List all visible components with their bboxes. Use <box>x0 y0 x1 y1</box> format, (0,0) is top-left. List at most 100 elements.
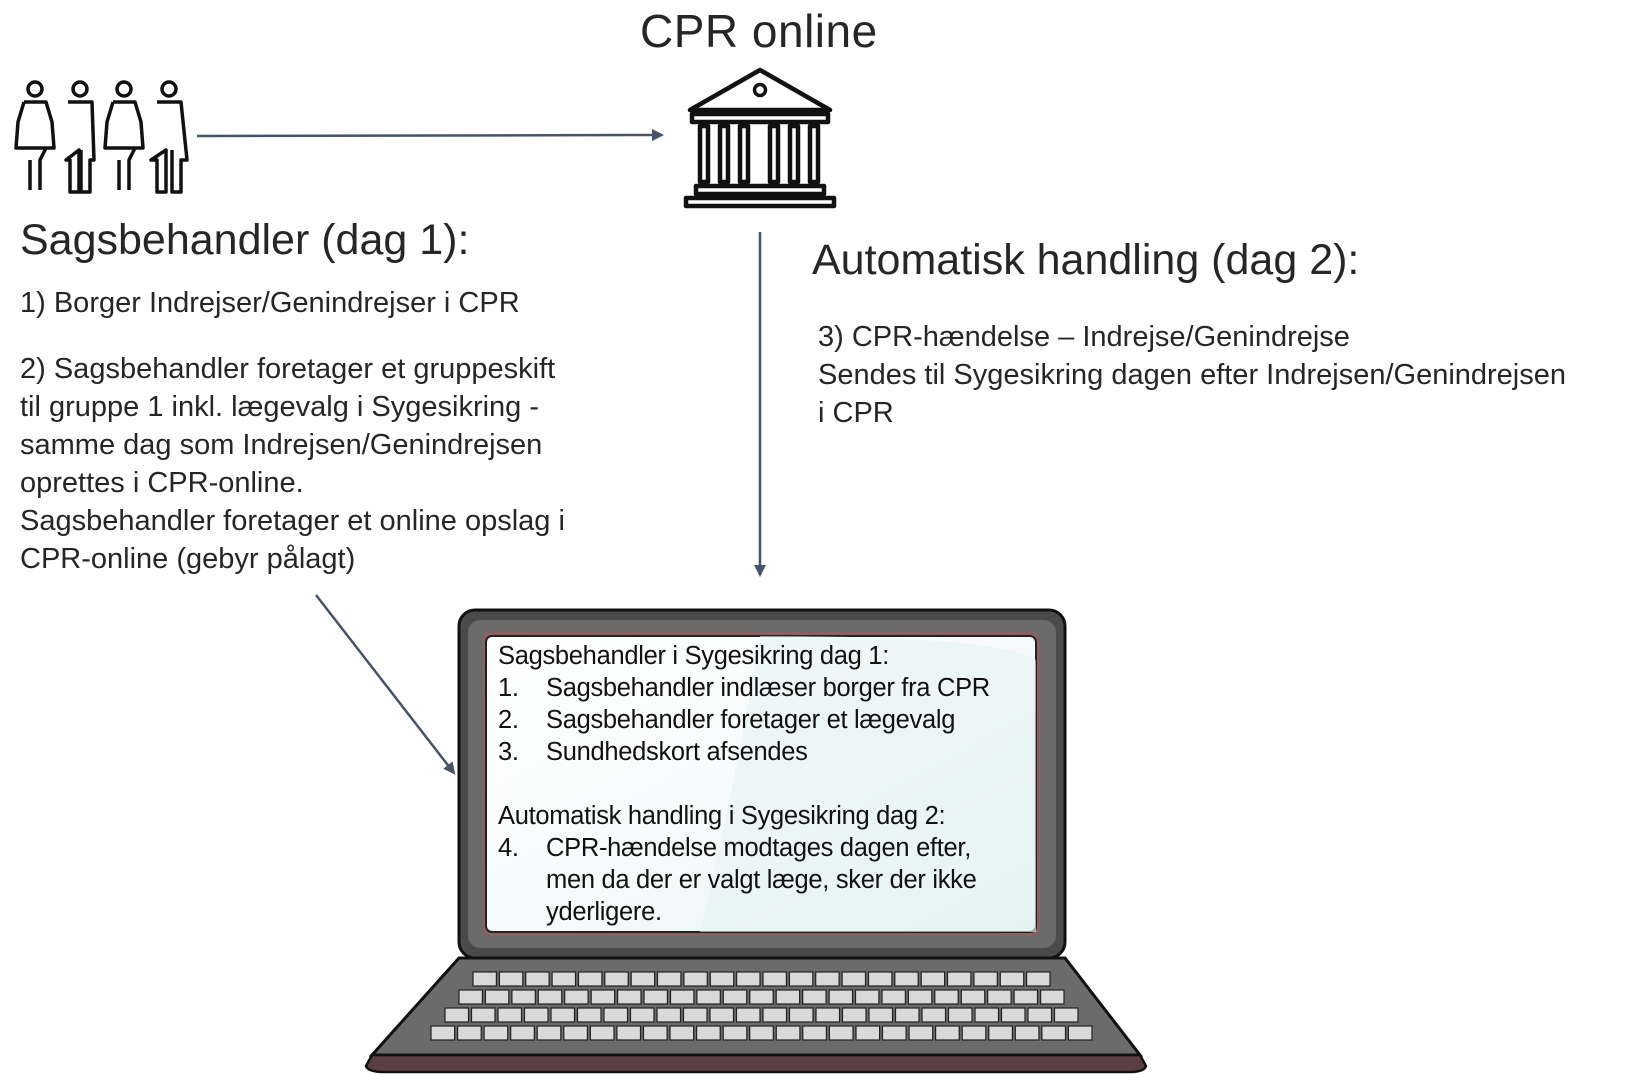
step-3-line: i CPR <box>818 397 894 429</box>
keyboard-key <box>551 971 577 987</box>
keyboard-key <box>616 1025 642 1041</box>
keyboard-key <box>695 1025 721 1041</box>
step-3-line: 3) CPR-hændelse – Indrejse/Genindrejse <box>818 321 1350 353</box>
keyboard-key <box>735 971 761 987</box>
keyboard-key <box>722 1025 748 1041</box>
keyboard-key <box>498 971 524 987</box>
keyboard-key <box>974 1007 1000 1023</box>
keyboard-key <box>536 1025 562 1041</box>
keyboard-key <box>604 971 629 987</box>
keyboard-key <box>709 1007 735 1023</box>
keyboard-key <box>907 989 933 1005</box>
keyboard-key <box>762 1007 788 1023</box>
keyboard-key <box>722 989 748 1005</box>
keyboard-key <box>603 1007 629 1023</box>
keyboard-key <box>934 1025 960 1041</box>
arrow-step2-to-laptop <box>315 594 456 775</box>
step-3-line: Sendes til Sygesikring dagen efter Indre… <box>818 359 1567 391</box>
step-2-line: 2) Sagsbehandler foretager et gruppeskif… <box>20 353 556 385</box>
keyboard-key <box>908 1025 934 1041</box>
screen-day2-title: Automatisk handling i Sygesikring dag 2: <box>498 802 946 830</box>
keyboard-key <box>1000 1007 1026 1023</box>
keyboard-key <box>947 1007 973 1023</box>
list-item: 2.Sagsbehandler foretager et lægevalg <box>498 704 1038 736</box>
list-item-line: men da der er valgt læge, sker der ikke <box>546 866 977 894</box>
keyboard-key <box>472 971 497 987</box>
keyboard-key <box>855 1025 881 1041</box>
keyboard-key <box>828 989 854 1005</box>
keyboard-key <box>920 971 946 987</box>
list-item: 3. Sundhedskort afsendes <box>498 736 1038 768</box>
keyboard-key <box>961 1025 987 1041</box>
keyboard-key <box>788 1007 814 1023</box>
keyboard-key <box>894 971 919 987</box>
keyboard-key <box>1039 989 1065 1005</box>
step-3-text: 3) CPR-hændelse – Indrejse/Genindrejse S… <box>818 318 1627 432</box>
list-item-number: 3. <box>498 738 519 766</box>
keyboard-key <box>550 1007 576 1023</box>
keyboard-key <box>629 1007 655 1023</box>
spacer <box>498 768 1038 800</box>
keyboard-key <box>1014 1025 1040 1041</box>
screen-day1-list: 1.Sagsbehandler indlæser borger fra CPR … <box>498 672 1038 768</box>
keyboard-key <box>630 971 656 987</box>
arrow-people-to-cpr <box>196 129 664 142</box>
left-heading: Sagsbehandler (dag 1): <box>20 216 470 264</box>
keyboard-key <box>749 1025 774 1041</box>
keyboard-key <box>881 989 906 1005</box>
keyboard-key <box>483 1025 509 1041</box>
people-group-icon <box>14 80 189 194</box>
building-icon <box>683 67 837 209</box>
screen-day2-list: 4.CPR-hændelse modtages dagen efter,men … <box>498 832 1038 928</box>
step-2-line: til gruppe 1 inkl. lægevalg i Sygesikrin… <box>20 391 540 423</box>
keyboard-key <box>802 989 827 1005</box>
keyboard-key <box>511 989 536 1005</box>
keyboard-key <box>828 1025 854 1041</box>
keyboard-key <box>1025 971 1051 987</box>
keyboard-key <box>894 1007 920 1023</box>
keyboard-key <box>987 989 1012 1005</box>
keyboard-key <box>458 989 483 1005</box>
keyboard-key <box>656 971 682 987</box>
keyboard-key <box>457 1025 482 1041</box>
keyboard-key <box>656 1007 682 1023</box>
keyboard-key <box>525 971 550 987</box>
keyboard-key <box>934 989 959 1005</box>
keyboard-key <box>921 1007 947 1023</box>
list-item-text: Sundhedskort afsendes <box>546 738 808 766</box>
screen-day1-title: Sagsbehandler i Sygesikring dag 1: <box>498 642 889 670</box>
keyboard-key <box>484 989 510 1005</box>
keyboard-key <box>775 1025 801 1041</box>
keyboard-key <box>642 1025 668 1041</box>
list-item: 1.Sagsbehandler indlæser borger fra CPR <box>498 672 1038 704</box>
keyboard-key <box>537 989 563 1005</box>
keyboard-key <box>683 971 708 987</box>
keyboard-key <box>510 1025 535 1041</box>
list-item-text: Sagsbehandler foretager et lægevalg <box>546 706 956 734</box>
keyboard-key <box>669 1025 695 1041</box>
list-item: 4.CPR-hændelse modtages dagen efter,men … <box>498 832 1038 928</box>
right-heading: Automatisk handling (dag 2): <box>812 236 1360 284</box>
keyboard-key <box>470 1007 496 1023</box>
step-2-line: CPR-online (gebyr pålagt) <box>20 543 356 575</box>
step-2-text: 2) Sagsbehandler foretager et gruppeskif… <box>20 350 640 578</box>
keyboard-key <box>709 971 735 987</box>
keyboard-key <box>867 971 893 987</box>
keyboard-key <box>430 1025 456 1041</box>
keyboard-key <box>523 1007 549 1023</box>
laptop-screen-text: Sagsbehandler i Sygesikring dag 1: 1.Sag… <box>498 640 1038 928</box>
page-title: CPR online <box>640 5 878 57</box>
keyboard-key <box>682 1007 708 1023</box>
step-2-line: Sagsbehandler foretager et online opslag… <box>20 505 565 537</box>
keyboard-key <box>563 1025 588 1041</box>
keyboard-key <box>735 1007 761 1023</box>
keyboard-key <box>841 1007 867 1023</box>
keyboard-key <box>576 1007 602 1023</box>
keyboard-key <box>854 989 880 1005</box>
list-item-number: 4. <box>498 834 519 862</box>
keyboard-key <box>841 971 867 987</box>
keyboard-key <box>762 971 787 987</box>
step-2-line: oprettes i CPR-online. <box>20 467 304 499</box>
keyboard-key <box>577 971 603 987</box>
keyboard-key <box>868 1007 894 1023</box>
